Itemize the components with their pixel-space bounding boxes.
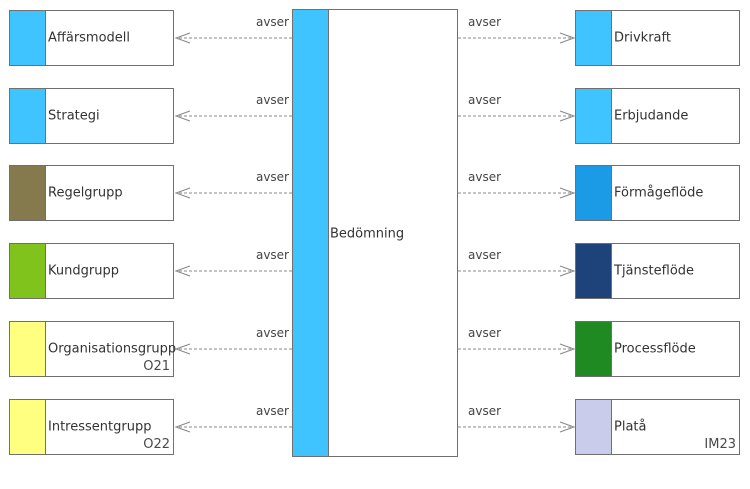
- relation-label: avser: [255, 15, 289, 29]
- right-node-1[interactable]: S24 Erbjudande: [575, 88, 740, 144]
- node-code: IM23: [704, 437, 736, 452]
- node-color-strip: [576, 11, 612, 65]
- left-node-0[interactable]: S13 Affärsmodell: [9, 10, 174, 66]
- node-label: Strategi: [48, 108, 100, 124]
- node-color-strip: [10, 244, 46, 298]
- relation-label: avser: [255, 404, 289, 418]
- node-code: S24: [711, 126, 736, 141]
- relation-label: avser: [255, 93, 289, 107]
- node-code: S14: [711, 48, 736, 63]
- right-node-3[interactable]: T22 Tjänsteflöde: [575, 243, 740, 299]
- relation-label: avser: [255, 326, 289, 340]
- relation-label: avser: [468, 93, 502, 107]
- relation-label: avser: [468, 404, 502, 418]
- right-node-0[interactable]: S14 Drivkraft: [575, 10, 740, 66]
- node-label: Förmågeflöde: [614, 185, 704, 201]
- right-node-5[interactable]: IM23 Platå: [575, 399, 740, 455]
- right-node-2[interactable]: F22 Förmågeflöde: [575, 165, 740, 221]
- relation-label: avser: [468, 15, 502, 29]
- arrowhead-icon: [559, 421, 576, 433]
- relation-label: avser: [468, 248, 502, 262]
- arrowhead-icon: [559, 187, 576, 199]
- node-color-strip: [576, 244, 612, 298]
- node-code: K22: [144, 281, 170, 296]
- relation-label: avser: [468, 170, 502, 184]
- node-color-strip: [576, 322, 612, 376]
- arrowhead-icon: [174, 187, 191, 199]
- node-code: O21: [143, 359, 170, 374]
- node-label: Intressentgrupp: [48, 419, 152, 435]
- center-color-strip: [293, 10, 329, 456]
- node-label: Erbjudande: [614, 108, 689, 124]
- node-label: Processflöde: [614, 341, 696, 357]
- node-color-strip: [10, 166, 46, 220]
- left-node-2[interactable]: R21 Regelgrupp: [9, 165, 174, 221]
- arrowhead-icon: [174, 343, 191, 355]
- arrowhead-icon: [559, 110, 576, 122]
- left-node-5[interactable]: O22 Intressentgrupp: [9, 399, 174, 455]
- node-color-strip: [576, 400, 612, 454]
- center-code: S23: [429, 437, 454, 452]
- arrowhead-icon: [174, 421, 191, 433]
- left-node-3[interactable]: K22 Kundgrupp: [9, 243, 174, 299]
- node-code: T22: [711, 281, 736, 296]
- relation-label: avser: [468, 326, 502, 340]
- node-code: S13: [145, 48, 170, 63]
- node-code: F22: [711, 203, 736, 218]
- node-label: Regelgrupp: [48, 185, 123, 201]
- node-color-strip: [10, 89, 46, 143]
- arrowhead-icon: [559, 32, 576, 44]
- relation-label: avser: [255, 248, 289, 262]
- node-color-strip: [576, 166, 612, 220]
- center-node-bedomning[interactable]: S23 Bedömning: [292, 9, 458, 457]
- left-node-4[interactable]: O21 Organisationsgrupp: [9, 321, 177, 377]
- node-color-strip: [576, 89, 612, 143]
- relation-label: avser: [255, 170, 289, 184]
- node-label: Affärsmodell: [48, 30, 131, 46]
- node-code: P22: [711, 359, 736, 374]
- node-color-strip: [10, 11, 46, 65]
- node-label: Drivkraft: [614, 30, 671, 46]
- arrowhead-icon: [174, 110, 191, 122]
- node-code: O22: [143, 437, 170, 452]
- node-label: Platå: [614, 419, 647, 435]
- node-label: Tjänsteflöde: [614, 263, 695, 279]
- node-code: R21: [144, 203, 170, 218]
- arrowhead-icon: [559, 343, 576, 355]
- node-label: Kundgrupp: [48, 263, 119, 279]
- arrowhead-icon: [559, 265, 576, 277]
- arrowhead-icon: [174, 32, 191, 44]
- right-node-4[interactable]: P22 Processflöde: [575, 321, 740, 377]
- node-label: Organisationsgrupp: [48, 341, 177, 357]
- node-color-strip: [10, 322, 46, 376]
- arrowhead-icon: [174, 265, 191, 277]
- center-label: Bedömning: [330, 226, 405, 242]
- node-color-strip: [10, 400, 46, 454]
- left-node-1[interactable]: S22 Strategi: [9, 88, 174, 144]
- node-code: S22: [145, 126, 170, 141]
